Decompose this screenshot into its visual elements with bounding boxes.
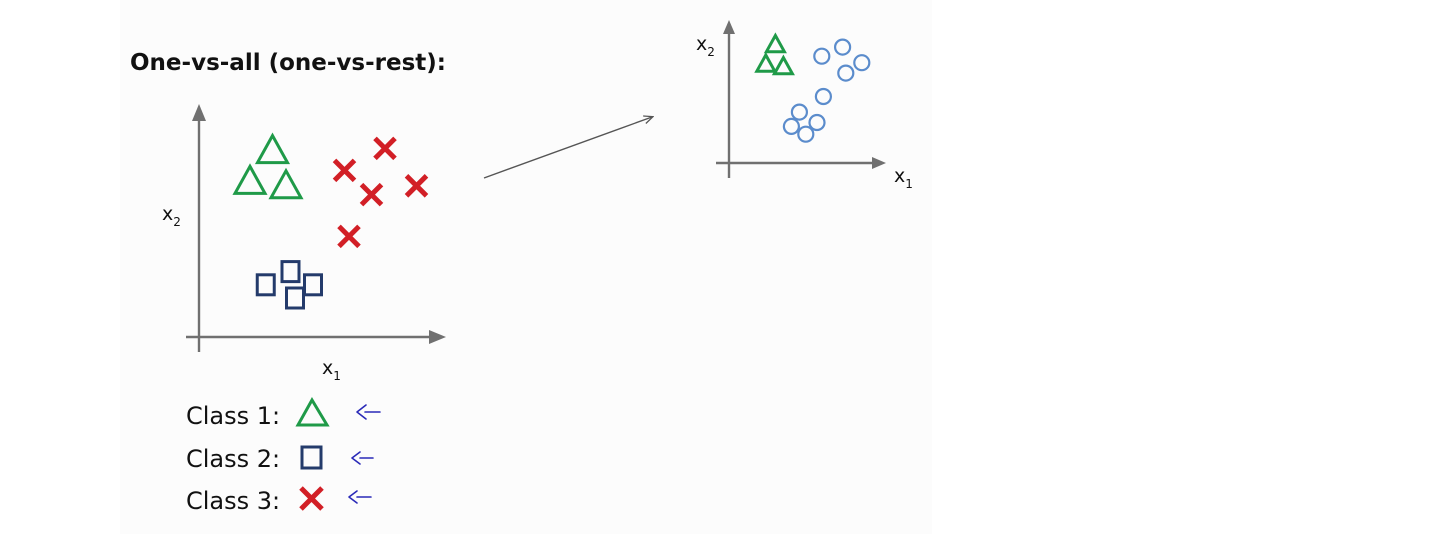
class2-square-marker <box>285 286 305 310</box>
side-y-axis-label: x2 <box>696 33 715 59</box>
class3-cross-marker <box>332 158 357 183</box>
class3-cross-marker <box>337 224 361 249</box>
main-x-axis-arrowhead <box>429 330 446 344</box>
side-plot: x2 x1 <box>696 20 913 191</box>
side-x-axis-arrowhead <box>872 157 886 169</box>
legend-arrow-icon-class2 <box>351 451 374 465</box>
class2-square-marker <box>280 260 301 284</box>
side-circle-marker <box>813 47 831 65</box>
side-circle-marker <box>853 54 871 72</box>
class2-square-marker <box>303 273 323 297</box>
side-plot-markers <box>754 32 871 143</box>
side-circle-marker <box>814 87 833 106</box>
legend-arrow-icon-class1 <box>356 404 381 420</box>
class3-cross-marker <box>404 174 429 198</box>
legend-cross-icon <box>299 486 324 511</box>
side-circle-marker <box>833 38 852 56</box>
legend-label-class1: Class 1: <box>186 402 280 430</box>
legend-label-class3: Class 3: <box>186 487 280 515</box>
class3-cross-marker <box>359 182 384 207</box>
main-x-axis-label: x1 <box>322 357 341 383</box>
main-y-axis-label: x2 <box>162 203 181 229</box>
class1-triangle-marker <box>232 163 268 195</box>
class1-triangle-marker <box>254 132 291 165</box>
class3-cross-marker <box>373 136 397 161</box>
main-plot-markers <box>232 132 429 310</box>
side-x-axis-label: x1 <box>894 165 913 191</box>
legend-label-class2: Class 2: <box>186 445 280 473</box>
side-triangle-marker <box>771 54 795 76</box>
side-circle-marker <box>808 113 826 132</box>
side-triangle-marker <box>763 32 787 54</box>
side-circle-marker <box>797 125 815 143</box>
class2-square-marker <box>255 273 276 297</box>
side-circle-marker <box>790 103 809 121</box>
side-triangle-marker <box>754 51 778 73</box>
side-y-axis-arrowhead <box>723 20 735 34</box>
class1-triangle-marker <box>268 167 304 200</box>
side-circle-marker <box>782 117 801 136</box>
main-plot: x2 x1 <box>162 104 446 383</box>
main-y-axis-arrowhead <box>192 104 206 121</box>
connector-arrow <box>483 117 652 179</box>
legend-arrow-icon-class3 <box>348 490 372 504</box>
slide-background <box>120 0 932 534</box>
diagram-title: One-vs-all (one-vs-rest): <box>130 50 446 76</box>
legend-triangle-icon <box>295 397 330 427</box>
legend: Class 1: Class 2: Class 3: <box>186 397 381 515</box>
legend-square-icon <box>300 445 323 470</box>
side-circle-marker <box>837 64 855 82</box>
